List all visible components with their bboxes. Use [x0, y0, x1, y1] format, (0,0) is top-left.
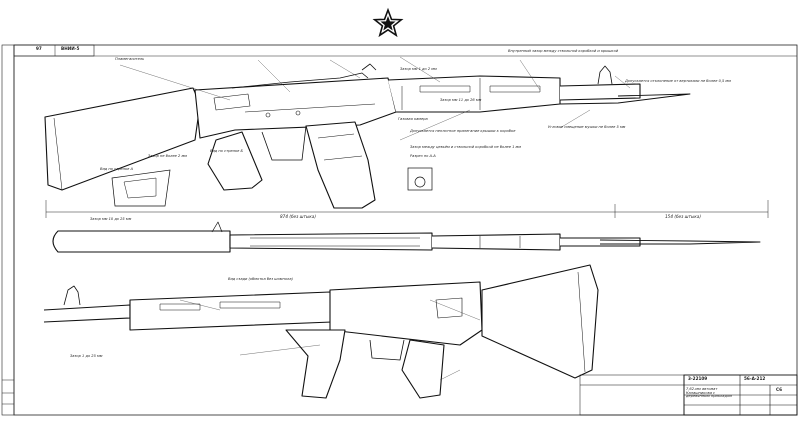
- dimension-overall: 874 (без штыка): [280, 214, 316, 219]
- note-15: Допускается отклонение от вертикали не б…: [625, 79, 731, 83]
- sheet-number: 97: [36, 46, 42, 51]
- note-13: Разрез по А-А: [410, 154, 436, 158]
- code-box: [13, 44, 95, 57]
- bayonet-plan: [599, 239, 761, 245]
- title-block: [579, 374, 798, 416]
- note-1: Пламегаситель: [115, 57, 145, 61]
- note-11: Внутренний зазор между ствольной коробко…: [508, 49, 619, 53]
- handguard-bottom: [129, 291, 333, 331]
- title-code-2: 56-А-212: [744, 376, 766, 381]
- note-4: Зазор мм 10 до 25 мм: [90, 217, 132, 221]
- rifle-view-top: [44, 63, 691, 209]
- note-7: Вид по стрелке Б: [210, 149, 243, 153]
- rifle-view-plan: [52, 221, 761, 253]
- rifle-view-bottom: [43, 264, 599, 399]
- note-9: Допускается неплотное прилегание крышки …: [410, 129, 516, 133]
- magazine-bottom: [285, 329, 346, 399]
- pistol-grip-top: [207, 131, 263, 191]
- note-14: Зазор 1 до 25 мм: [70, 354, 103, 358]
- detail-insets-top: [111, 167, 433, 207]
- drawing-stamp: ВНИИ-5: [61, 46, 80, 51]
- note-5: Вид по стрелке А: [100, 167, 133, 171]
- barrel-plan: [560, 237, 641, 247]
- receiver-top: [194, 77, 397, 139]
- note-8: Газовая камера: [398, 117, 428, 121]
- stock-top: [44, 87, 201, 191]
- bayonet-top: [559, 93, 691, 105]
- note-10: Зазор не более 2 мм: [148, 154, 187, 158]
- title-code-1: 3-22109: [688, 376, 708, 381]
- stock-plan: [52, 230, 231, 253]
- binding-strip: [1, 44, 15, 416]
- title-product: 7,62-мм автомат Калашникова с деревянным…: [686, 387, 732, 399]
- dimension-bayonet: 154 (без штыка): [665, 214, 701, 219]
- star-emblem: [372, 7, 404, 38]
- note-12: Угловое смещение мушки не более 5 мм: [548, 125, 626, 129]
- note-2: Зазор мм 1 до 2 мм: [400, 67, 437, 71]
- note-6: Вид сзади (обмотка без шомпола): [228, 277, 293, 281]
- receiver-bottom: [329, 281, 483, 346]
- stock-bottom: [481, 264, 599, 379]
- pistol-grip-bottom: [401, 339, 445, 399]
- title-format: C6: [776, 387, 782, 392]
- dim-overall-top: [45, 200, 769, 218]
- receiver-plan: [229, 232, 433, 251]
- leader-lines: [119, 56, 631, 381]
- barrel-bottom: [43, 304, 131, 323]
- note-3: Зазор мм 11 до 26 мм: [440, 98, 482, 102]
- magazine-top: [305, 121, 376, 209]
- note-16: Зазор между цевьём и ствольной коробкой …: [410, 145, 521, 149]
